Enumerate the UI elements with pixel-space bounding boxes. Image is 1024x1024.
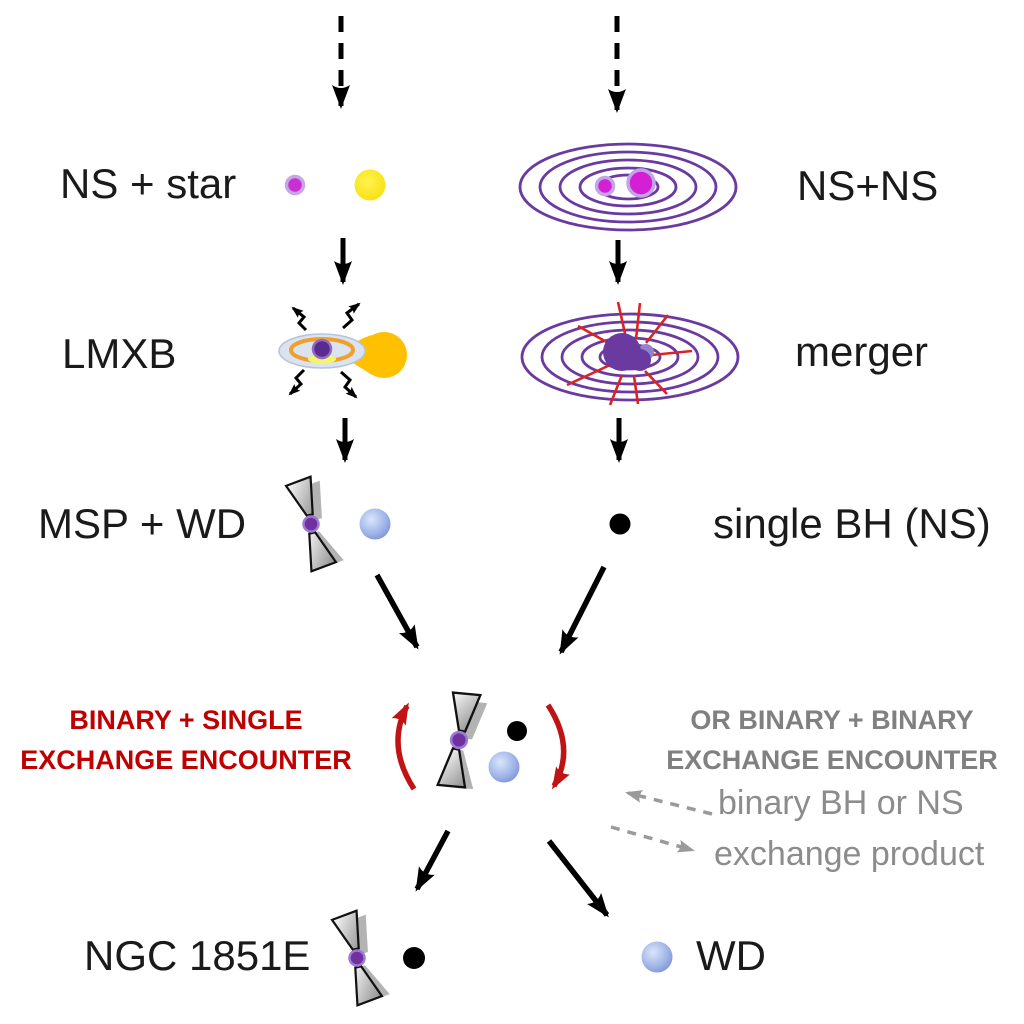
label-ngc-1851e: NGC 1851E: [84, 932, 311, 979]
pulsar-icon-ngc1851e: [330, 906, 392, 1008]
companion-star: [354, 169, 386, 201]
caption-gray-line1: OR BINARY + BINARY: [690, 705, 974, 735]
exchange-black-hole-dot: [507, 721, 527, 741]
ns-ns-pair: [594, 168, 656, 198]
ejected-white-dwarf: [641, 941, 673, 973]
caption-binary-single-encounter: BINARY + SINGLE EXCHANGE ENCOUNTER: [16, 700, 356, 780]
single-black-hole-dot: [609, 513, 631, 535]
white-dwarf-msp: [359, 508, 391, 540]
label-msp-wd: MSP + WD: [38, 500, 247, 547]
label-wd: WD: [696, 932, 766, 979]
exchange-white-dwarf: [488, 751, 520, 783]
note-binary-bh-or-ns: binary BH or NS: [718, 784, 964, 822]
ns-dot: [284, 174, 306, 196]
caption-red-line1: BINARY + SINGLE: [69, 705, 303, 735]
outcome-arrow-right: [546, 839, 610, 918]
merger-remnant: [603, 333, 654, 371]
xray-flash-arrows: [288, 302, 361, 399]
merger-orbit-rings: [520, 312, 740, 402]
label-single-bh: single BH (NS): [713, 500, 991, 547]
ngc1851e-black-hole-dot: [403, 947, 425, 969]
label-merger: merger: [795, 328, 929, 375]
ns-ns-inspiral-rings: [518, 142, 738, 232]
label-lmxb: LMXB: [62, 330, 177, 377]
encounter-rotation-arrow-right: [545, 703, 570, 790]
note-dashed-arrow-down-right: [610, 825, 695, 853]
converge-arrow-left: [374, 573, 420, 650]
note-exchange-product: exchange product: [714, 835, 985, 873]
outcome-arrow-left: [414, 829, 451, 892]
caption-gray-line2: EXCHANGE ENCOUNTER: [666, 745, 998, 775]
pulsar-icon-exchange: [432, 688, 494, 794]
pulsar-icon-msp: [284, 472, 346, 574]
label-ns-star: NS + star: [60, 160, 237, 207]
caption-red-line2: EXCHANGE ENCOUNTER: [20, 745, 352, 775]
converge-arrow-right: [558, 565, 607, 655]
note-dashed-arrow-up-left: [625, 790, 713, 816]
encounter-rotation-arrow-left: [391, 702, 417, 791]
caption-binary-binary-encounter: OR BINARY + BINARY EXCHANGE ENCOUNTER: [662, 700, 1002, 780]
label-ns-ns: NS+NS: [797, 162, 939, 209]
accretion-disk: [278, 333, 366, 369]
